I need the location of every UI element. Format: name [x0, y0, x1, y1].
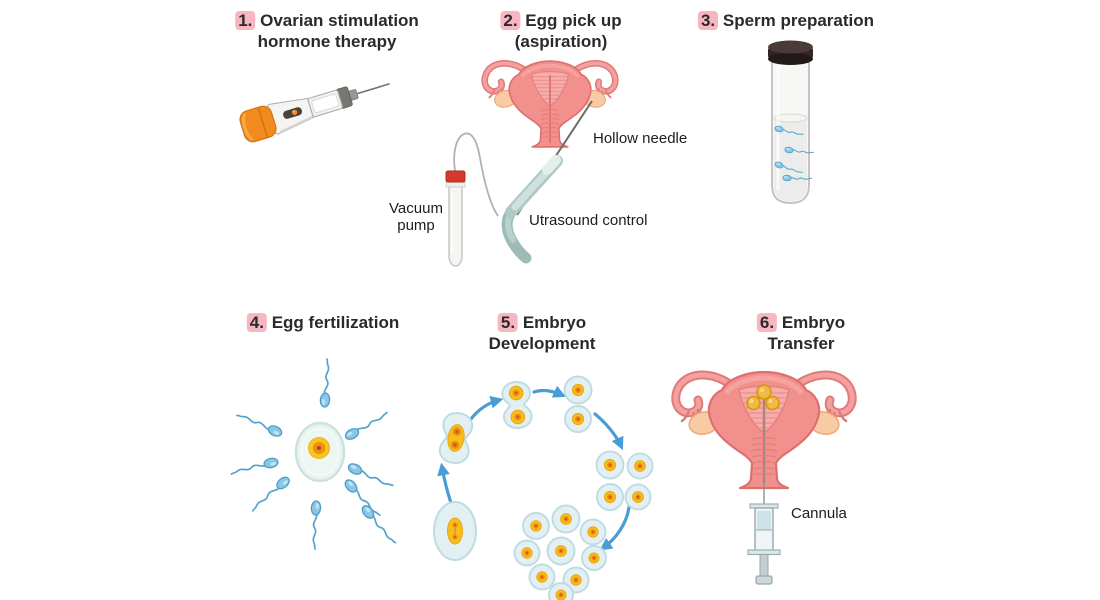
vacuum-pump-label: Vacuum pump — [389, 200, 443, 234]
cannula-label: Cannula — [791, 505, 847, 522]
step-2-number-badge: 2. — [500, 11, 521, 30]
step-6-number-badge: 6. — [756, 313, 778, 332]
step-2-heading: 2. Egg pick up (aspiration) — [500, 10, 622, 52]
step-4-title-line1: 4. Egg fertilization — [246, 312, 400, 333]
ultrasound-probe — [501, 155, 563, 264]
step-3-heading: 3. Sperm preparation — [697, 10, 875, 31]
hollow-needle-label: Hollow needle — [593, 130, 688, 147]
step-2-title-line2: (aspiration) — [514, 32, 608, 51]
step-4-number-badge: 4. — [246, 313, 267, 332]
egg-pickup-illustration — [445, 61, 615, 267]
step-2-title-text: Egg pick up — [525, 11, 622, 30]
vacuum-cap — [445, 170, 466, 183]
step-5-title-line2: Development — [488, 334, 596, 353]
step-5-number-badge: 5. — [497, 313, 519, 332]
step-3-title-text: Sperm preparation — [722, 11, 875, 30]
vacuum-pump-tube — [445, 170, 466, 267]
two-lobe-cell — [501, 381, 533, 429]
step-3-number-badge: 3. — [697, 11, 719, 30]
embryos — [746, 384, 780, 411]
cycle-arrows — [437, 385, 631, 551]
vacuum-tube-line — [453, 132, 499, 217]
embryo-development-illustration — [433, 375, 654, 600]
pen-cap — [239, 105, 277, 143]
ultrasound-control-label: Utrasound control — [529, 212, 648, 229]
step-4-title-text: Egg fertilization — [271, 313, 400, 332]
step-6-title-line2: Transfer — [767, 334, 835, 353]
sperm-test-tube-illustration — [768, 40, 815, 205]
step-5-title-line1: 5. Embryo — [489, 312, 596, 333]
egg-cell — [294, 421, 346, 483]
zygote-cell — [433, 501, 477, 561]
step-2-title-line1: 2. Egg pick up — [500, 10, 622, 31]
injection-pen-illustration — [239, 82, 390, 143]
step-6-title-text: Embryo — [781, 313, 846, 332]
morula-cluster — [513, 504, 607, 600]
step-1-heading: 1. Ovarian stimulation hormone therapy — [235, 10, 419, 52]
two-cell-stage — [563, 375, 593, 433]
dividing-cell — [438, 412, 474, 464]
four-cell-stage — [595, 450, 654, 511]
step-6-heading: 6. Embryo Transfer — [756, 312, 846, 354]
step-4-heading: 4. Egg fertilization — [246, 312, 400, 333]
test-tube-liquid — [774, 118, 807, 201]
pen-needle — [355, 82, 390, 95]
egg-fertilization-illustration — [229, 357, 399, 551]
step-1-title-line2: hormone therapy — [257, 32, 397, 51]
step-1-title-text: Ovarian stimulation — [260, 11, 419, 30]
test-tube-cap — [768, 40, 813, 65]
step-1-title-line1: 1. Ovarian stimulation — [235, 10, 419, 31]
syringe — [747, 503, 781, 585]
step-3-title-line1: 3. Sperm preparation — [697, 10, 875, 31]
step-5-heading: 5. Embryo Development — [488, 312, 596, 354]
embryo-transfer-illustration — [676, 372, 852, 585]
step-1-number-badge: 1. — [235, 11, 256, 30]
step-5-title-text: Embryo — [522, 313, 587, 332]
step-6-title-line1: 6. Embryo — [756, 312, 846, 333]
